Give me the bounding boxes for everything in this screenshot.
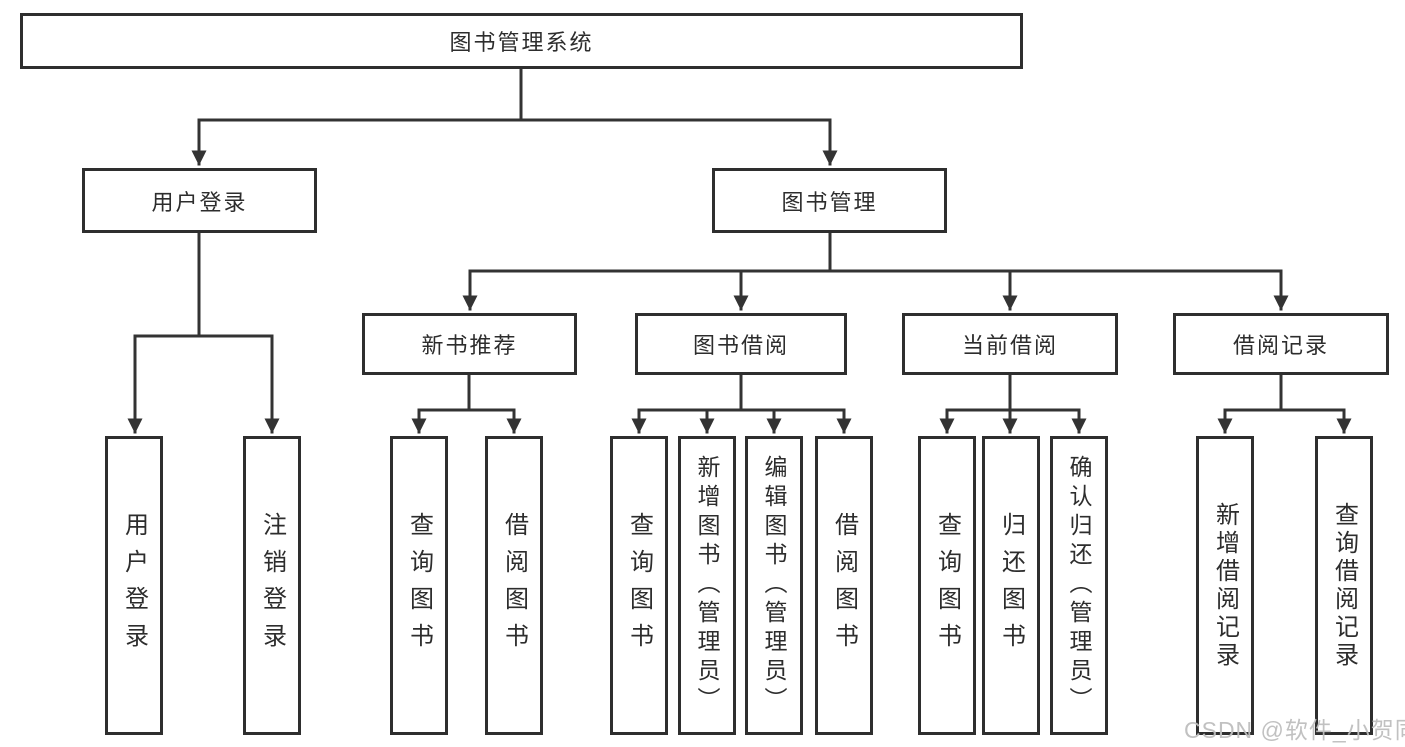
node-label: 查询图书	[933, 511, 961, 660]
node-label: 图书管理系统	[449, 30, 594, 55]
node-current-borrow: 当前借阅	[902, 313, 1118, 375]
node-label: 当前借阅	[961, 333, 1058, 358]
node-label: 用户登录	[151, 189, 248, 215]
node-label: 新增图书（管理员）	[694, 455, 720, 716]
csdn-watermark: CSDN @软件_小贺同学	[1184, 717, 1405, 743]
leaf-add-borrow-record: 新增借阅记录	[1196, 436, 1254, 735]
node-label: 借阅图书	[500, 511, 528, 660]
node-label: 用户登录	[120, 511, 148, 660]
node-label: 图书管理	[781, 189, 878, 215]
leaf-confirm-return-admin: 确认归还（管理员）	[1050, 436, 1108, 735]
node-book-management: 图书管理	[712, 168, 947, 233]
leaf-borrow-books: 借阅图书	[815, 436, 873, 735]
leaf-search-books-current: 查询图书	[918, 436, 976, 735]
node-label: 归还图书	[997, 511, 1025, 660]
node-borrow-records: 借阅记录	[1173, 313, 1389, 375]
node-label: 图书借阅	[692, 333, 789, 358]
leaf-return-books: 归还图书	[982, 436, 1040, 735]
node-label: 确认归还（管理员）	[1066, 455, 1092, 716]
node-label: 编辑图书（管理员）	[761, 455, 787, 716]
node-label: 查询图书	[405, 511, 433, 660]
node-label: 新书推荐	[421, 333, 518, 358]
node-label: 注销登录	[258, 511, 286, 660]
leaf-user-login: 用户登录	[105, 436, 163, 735]
leaf-add-books-admin: 新增图书（管理员）	[678, 436, 736, 735]
leaf-search-books-recommend: 查询图书	[390, 436, 448, 735]
node-book-borrow: 图书借阅	[635, 313, 847, 375]
leaf-search-books-borrow: 查询图书	[610, 436, 668, 735]
node-label: 新增借阅记录	[1211, 501, 1239, 670]
node-new-book-recommend: 新书推荐	[362, 313, 577, 375]
leaf-logout: 注销登录	[243, 436, 301, 735]
node-label: 借阅图书	[830, 511, 858, 660]
leaf-edit-books-admin: 编辑图书（管理员）	[745, 436, 803, 735]
node-user-login: 用户登录	[82, 168, 317, 233]
leaf-search-borrow-record: 查询借阅记录	[1315, 436, 1373, 735]
node-label: 借阅记录	[1232, 333, 1329, 358]
node-label: 查询图书	[625, 511, 653, 660]
node-library-management-system: 图书管理系统	[20, 13, 1023, 69]
node-label: 查询借阅记录	[1330, 501, 1358, 670]
leaf-borrow-books-recommend: 借阅图书	[485, 436, 543, 735]
